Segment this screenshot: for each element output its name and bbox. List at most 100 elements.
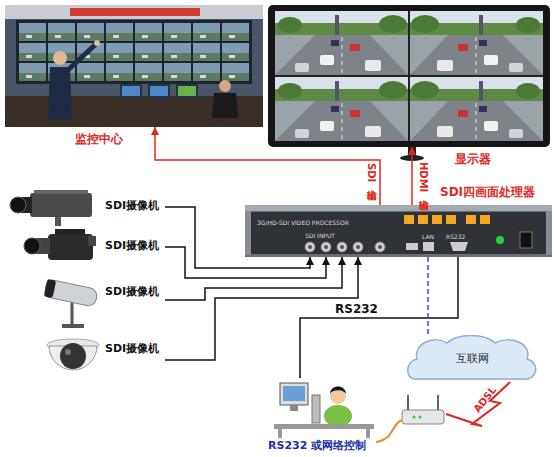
signal-connector [165, 247, 326, 278]
display-monitor [268, 5, 550, 161]
dome-camera-icon [65, 349, 71, 355]
operator-illustration [274, 424, 374, 429]
box-camera-icon [34, 190, 88, 194]
router-icon [402, 395, 444, 424]
bullet-camera-icon [44, 279, 99, 307]
processor-device [480, 215, 490, 224]
bullet-camera-icon [71, 300, 74, 325]
control-room-photo [148, 84, 170, 98]
processor-device [340, 245, 344, 249]
router-icon [419, 416, 422, 419]
control-room: 监控中心 [5, 5, 263, 127]
display-monitor [275, 77, 408, 141]
camera: SDI摄像机 [15, 188, 165, 226]
router-icon [402, 410, 444, 424]
processor-device [251, 212, 546, 254]
link-label: ADSL [471, 384, 498, 414]
node-label: SDI摄像机 [105, 240, 159, 252]
processor-device [353, 242, 363, 252]
processor-device [305, 242, 315, 252]
internet-cloud: 互联网 [405, 335, 540, 383]
display-monitor [275, 11, 543, 141]
processor-device [546, 211, 552, 255]
node-label: SDI摄像机 [105, 343, 159, 355]
processor-device [245, 205, 552, 211]
camcorder-icon [48, 234, 93, 260]
node-label: SDI四画面处理器 [440, 186, 535, 199]
control-room-photo [150, 86, 168, 96]
camera: SDI摄像机 [30, 228, 165, 266]
node-label: 监控中心 [75, 133, 123, 146]
control-room-photo [68, 44, 96, 70]
operator-illustration [280, 383, 308, 405]
router-icon [407, 395, 409, 410]
box-camera-icon [10, 197, 26, 213]
panel-text: LAN [422, 234, 434, 241]
operator-illustration [283, 386, 305, 401]
control-room-photo [94, 40, 100, 46]
signal-connector [165, 207, 310, 268]
node-label: 互联网 [405, 353, 540, 365]
camcorder-icon [24, 238, 40, 254]
signal-connector [155, 127, 380, 205]
panel-text: SDI INPUT [305, 233, 335, 240]
processor-device [245, 205, 552, 257]
processor-device [418, 215, 428, 224]
processor-device: SDI四画面处理器3G/HD-SDI VIDEO PROCESSORSDI IN… [245, 205, 552, 257]
dome-camera-icon [60, 343, 86, 369]
connector-label: RS232 [335, 303, 378, 316]
signal-connector [411, 147, 413, 205]
processor-device [245, 205, 552, 257]
display-monitor [400, 155, 424, 161]
operator-illustration [330, 387, 346, 395]
node-label: SDI摄像机 [105, 200, 159, 212]
processor-device [356, 245, 360, 249]
processor-device [337, 242, 347, 252]
bullet-camera-icon [44, 279, 99, 328]
processor-device [324, 245, 328, 249]
processor-device [378, 245, 382, 249]
connector-label: SDI输出 [366, 163, 377, 182]
processor-device [245, 211, 251, 255]
operator-illustration [278, 429, 282, 438]
display-monitor [268, 5, 550, 147]
operator-illustration [324, 405, 352, 427]
box-camera-icon [30, 193, 92, 217]
operator-illustration [366, 429, 370, 438]
control-room-photo [122, 86, 140, 96]
processor-device [375, 242, 385, 252]
adsl-lightning [446, 382, 510, 426]
router-icon [437, 395, 439, 410]
box-camera-icon [55, 216, 61, 226]
display-monitor [275, 11, 408, 75]
panel-text: RS232 [446, 234, 465, 241]
router-icon [413, 416, 416, 419]
processor-device [496, 236, 504, 244]
signal-connector [427, 257, 429, 335]
signal-connector [165, 257, 342, 300]
control-room-photo [176, 84, 198, 98]
bullet-camera-icon [62, 324, 84, 328]
control-room-photo [53, 51, 67, 65]
control-room-photo [178, 86, 196, 96]
control-room-photo [5, 5, 263, 127]
adsl-lightning [446, 382, 510, 426]
processor-device [404, 215, 414, 224]
control-room-photo [70, 8, 200, 16]
display-monitor: 显示器 [268, 5, 550, 147]
control-room-photo [120, 84, 142, 98]
processor-device [432, 215, 442, 224]
connector-label: HDMI输出 [418, 162, 429, 192]
node-label: RS232 或网络控制 [268, 440, 366, 452]
camcorder-icon [88, 236, 96, 246]
processor-device [520, 232, 532, 248]
processor-device [308, 245, 312, 249]
panel-text: 3G/HD-SDI VIDEO PROCESSOR [257, 220, 349, 227]
processor-device [446, 215, 456, 224]
display-monitor [410, 77, 543, 141]
signal-connector [165, 257, 358, 360]
operator-illustration [312, 395, 320, 423]
